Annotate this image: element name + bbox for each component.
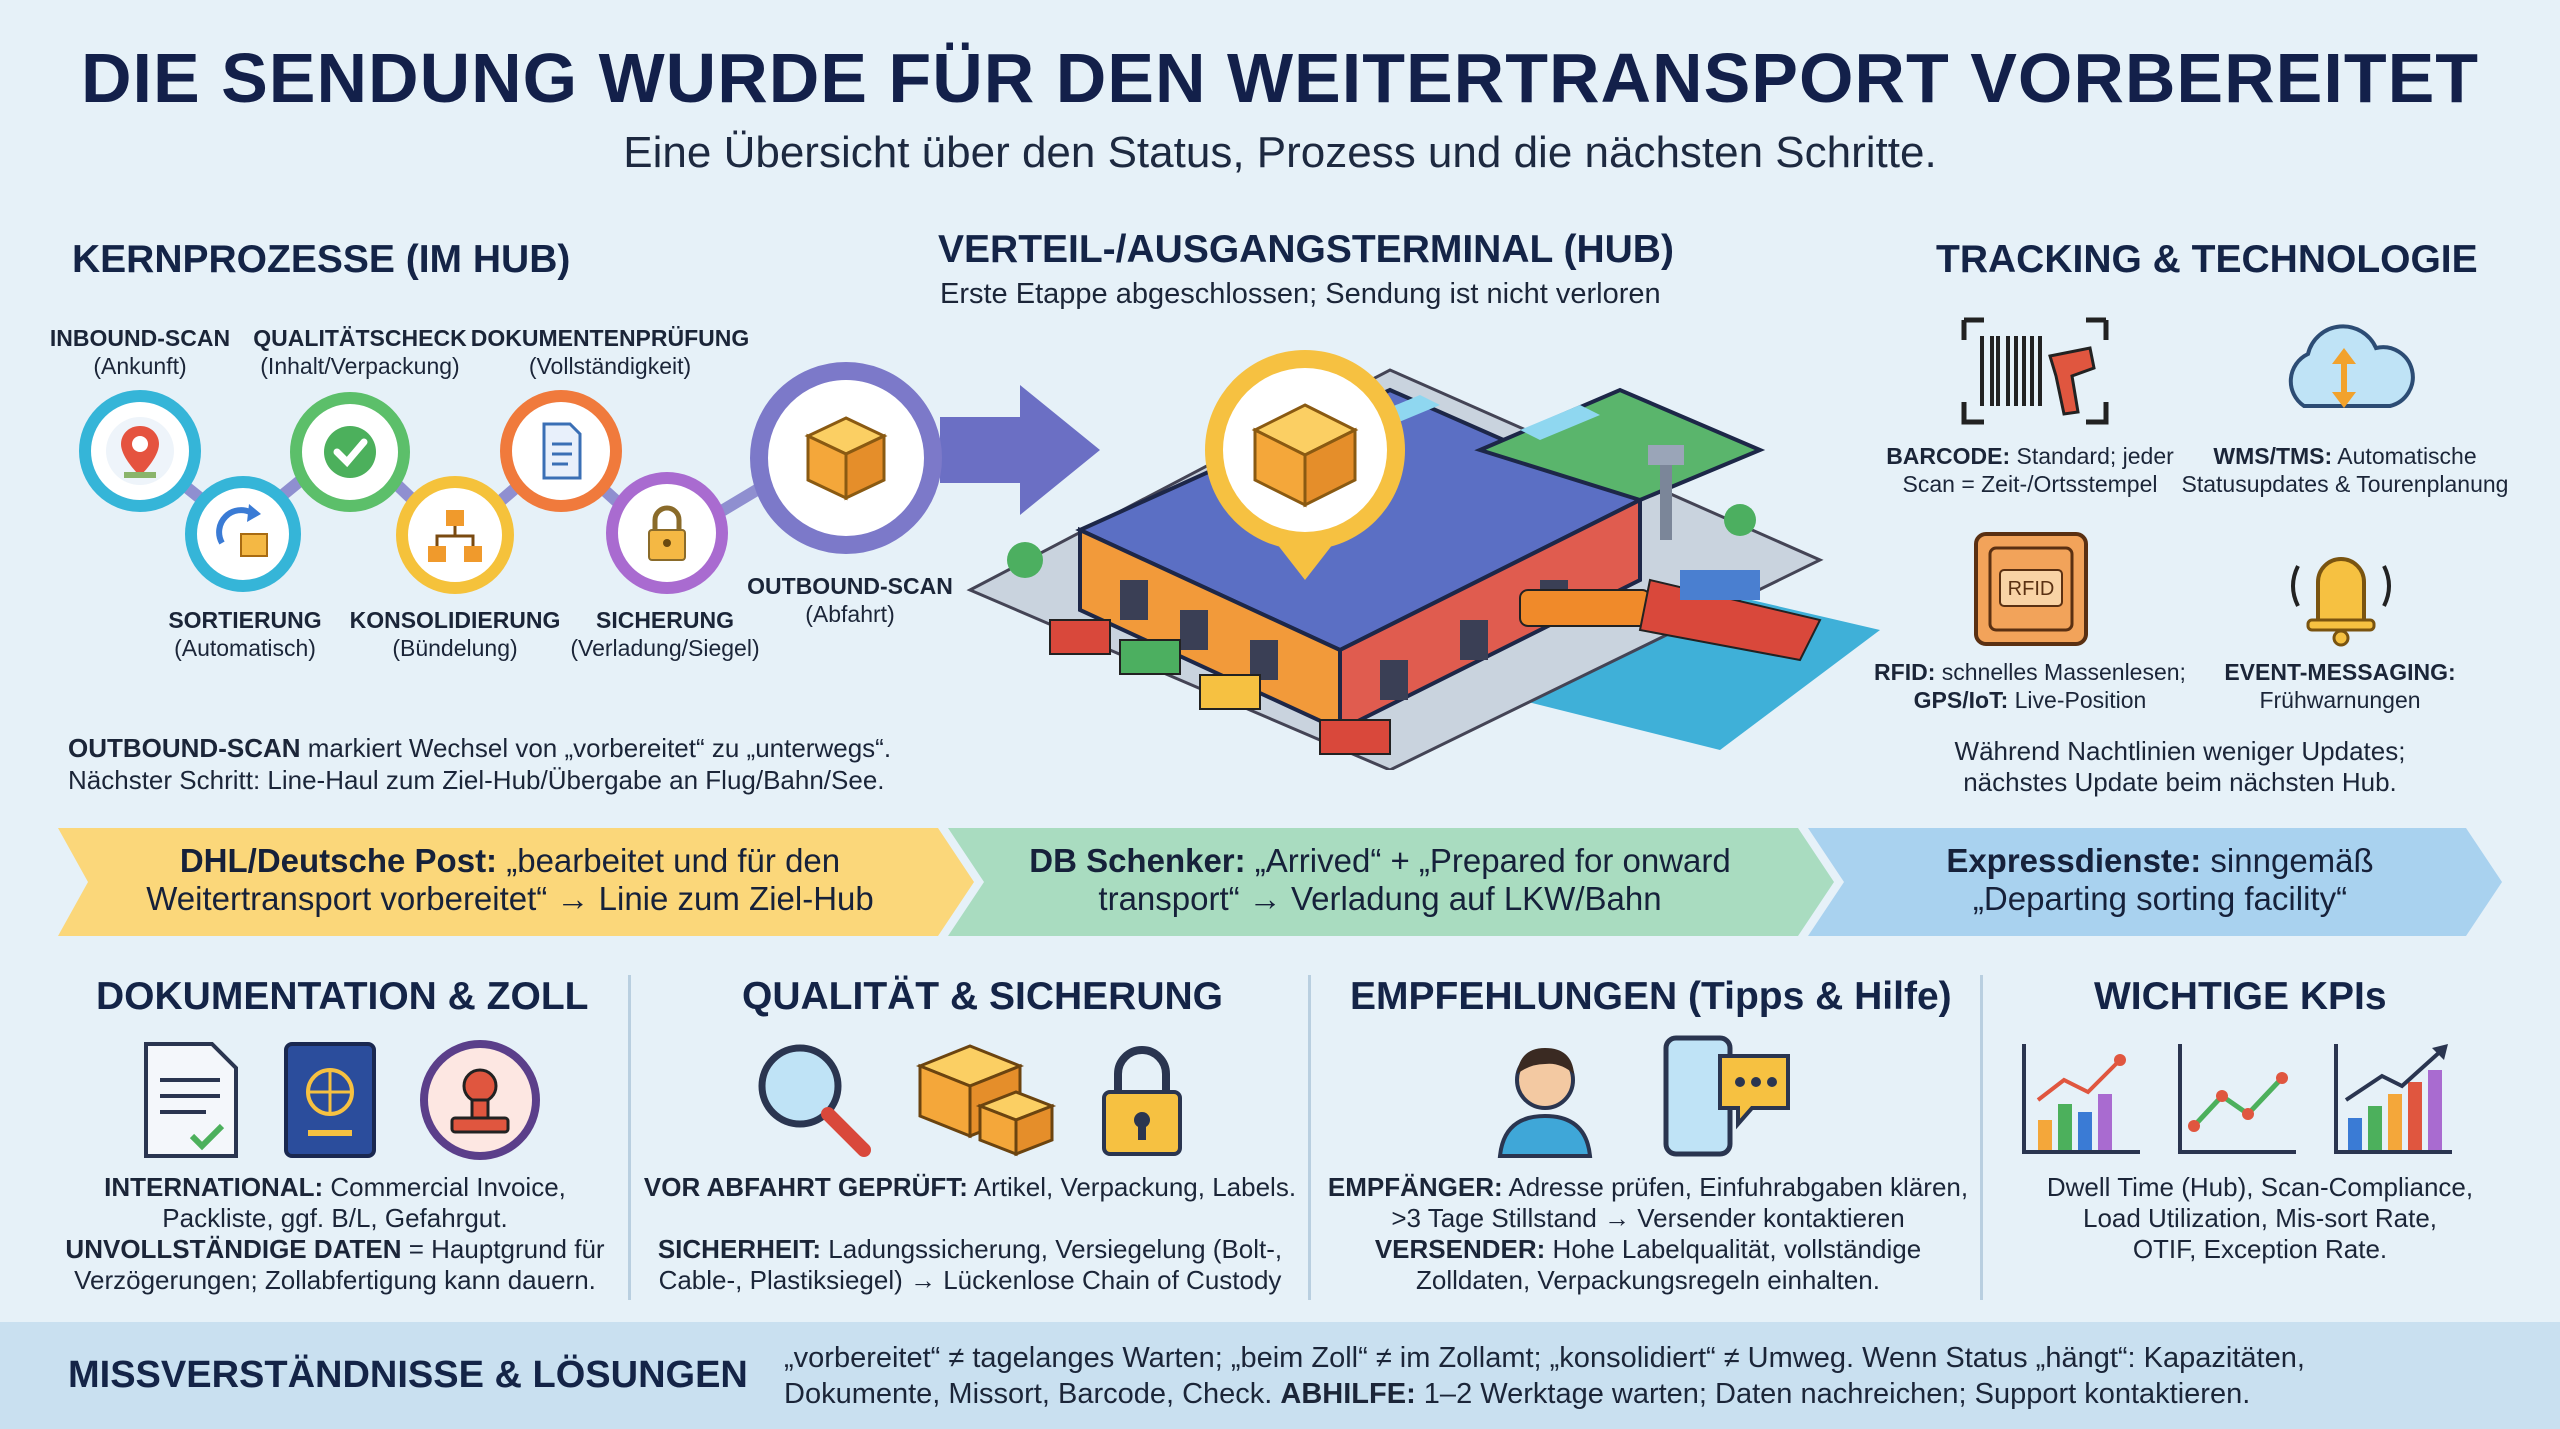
step-dokumentenpruefung: [500, 390, 622, 512]
padlock-icon: [648, 505, 686, 561]
kpis-heading: WICHTIGE KPIs: [2094, 975, 2387, 1018]
tracking-heading: TRACKING & TECHNOLOGIE: [1936, 238, 2478, 281]
bar-line-chart-icon: [2020, 1040, 2144, 1161]
carrier-db-schenker: DB Schenker: „Arrived“ + „Prepared for o…: [1029, 842, 1731, 917]
label-inbound-scan: INBOUND-SCAN(Ankunft): [49, 325, 231, 379]
sorting-icon: [216, 504, 268, 557]
box-icon: [804, 416, 888, 501]
boxes-icon: [910, 1036, 1060, 1165]
kernprozesse-note: OUTBOUND-SCAN markiert Wechsel von „vorb…: [68, 733, 892, 795]
passport-icon: [280, 1040, 380, 1165]
column-divider: [1980, 975, 1983, 1300]
label-sicherung: SICHERUNG(Verladung/Siegel): [570, 607, 760, 661]
kernprozesse-heading: KERNPROZESSE (IM HUB): [72, 238, 571, 281]
tracking-note: Während Nachtlinien weniger Updates;näch…: [1954, 736, 2406, 797]
page-subtitle: Eine Übersicht über den Status, Prozess …: [623, 128, 1937, 177]
step-outbound-scan: [750, 362, 942, 554]
label-dokumentenpruefung: DOKUMENTENPRÜFUNG(Vollständigkeit): [470, 325, 750, 379]
document-icon: [542, 422, 582, 480]
dokumentation-text: INTERNATIONAL: Commercial Invoice,Packli…: [65, 1172, 605, 1295]
label-sortierung: SORTIERUNG(Automatisch): [168, 607, 322, 661]
missverstaendnisse-text: „vorbereitet“ ≠ tagelanges Warten; „beim…: [784, 1342, 2305, 1410]
padlock-icon: [1092, 1036, 1192, 1165]
column-divider: [628, 975, 631, 1300]
magnifier-icon: [750, 1036, 874, 1165]
page-title: DIE SENDUNG WURDE FÜR DEN WEITERTRANSPOR…: [80, 39, 2480, 117]
person-icon: [1490, 1036, 1600, 1165]
tracking-event-text: EVENT-MESSAGING:Frühwarnungen: [2224, 659, 2456, 713]
hierarchy-icon: [428, 510, 482, 562]
missverstaendnisse-bar: [0, 1322, 2560, 1429]
step-qualitaetscheck: [290, 392, 410, 512]
bell-icon: [2276, 526, 2406, 650]
qualitaet-heading: QUALITÄT & SICHERUNG: [742, 975, 1223, 1018]
growth-chart-icon: [2332, 1040, 2456, 1161]
invoice-document-icon: [136, 1040, 246, 1165]
carrier-dhl: DHL/Deutsche Post: „bearbeitet und für d…: [146, 842, 874, 917]
step-inbound-scan: [79, 390, 201, 512]
svg-text:RFID: RFID: [2008, 578, 2055, 600]
carrier-band: [58, 828, 2502, 936]
label-outbound-scan: OUTBOUND-SCAN(Abfahrt): [747, 573, 953, 627]
missverstaendnisse-heading: MISSVERSTÄNDNISSE & LÖSUNGEN: [68, 1354, 748, 1396]
hub-terminal-illustration: [966, 350, 1880, 770]
customs-stamp-icon: [418, 1038, 542, 1167]
terminal-heading: VERTEIL-/AUSGANGSTERMINAL (HUB): [938, 228, 1674, 271]
label-konsolidierung: KONSOLIDIERUNG(Bündelung): [349, 607, 561, 661]
dokumentation-heading: DOKUMENTATION & ZOLL: [96, 975, 589, 1018]
checkmark-icon: [324, 426, 376, 478]
phone-chat-icon: [1660, 1034, 1800, 1165]
tracking-rfid-text: RFID: schnelles Massenlesen;GPS/IoT: Liv…: [1874, 659, 2186, 713]
empfehlungen-heading: EMPFEHLUNGEN (Tipps & Hilfe): [1350, 975, 1952, 1018]
terminal-subheading: Erste Etappe abgeschlossen; Sendung ist …: [940, 278, 1661, 310]
carrier-express: Expressdienste: sinngemäß„Departing sort…: [1946, 842, 2374, 917]
barcode-scanner-icon: [1960, 316, 2110, 426]
qualitaet-text: VOR ABFAHRT GEPRÜFT: Artikel, Verpackung…: [643, 1172, 1297, 1295]
empfehlungen-text: EMPFÄNGER: Adresse prüfen, Einfuhrabgabe…: [1327, 1172, 1969, 1295]
location-pin-icon: [106, 417, 174, 485]
rfid-tag-icon: RFID: [1972, 530, 2090, 648]
step-sortierung: [185, 476, 301, 592]
step-sicherung: [606, 472, 728, 594]
kpis-text: Dwell Time (Hub), Scan-Compliance,Load U…: [2046, 1172, 2474, 1264]
cloud-sync-icon: [2270, 314, 2420, 429]
label-qualitaetscheck: QUALITÄTSCHECK(Inhalt/Verpackung): [253, 325, 467, 379]
column-divider: [1308, 975, 1311, 1300]
line-chart-icon: [2176, 1040, 2300, 1161]
step-konsolidierung: [396, 476, 514, 594]
